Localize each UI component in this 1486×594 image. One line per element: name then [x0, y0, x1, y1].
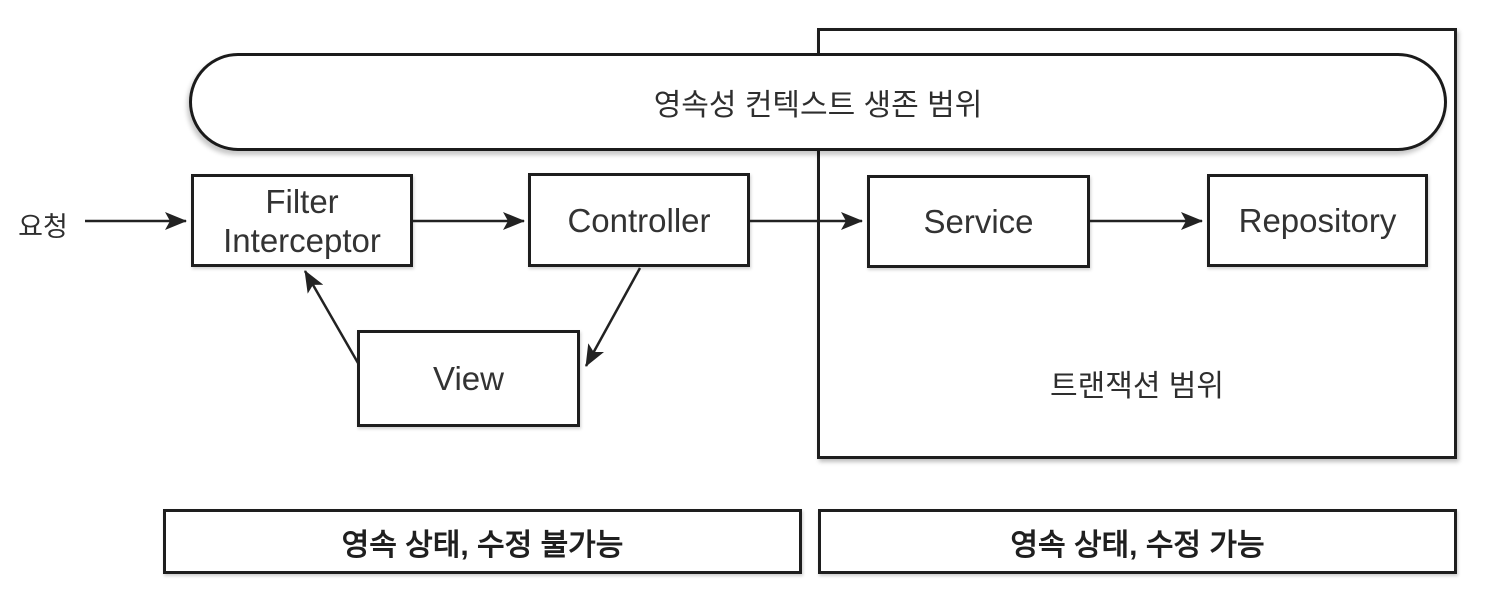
state-label-modifiable: 영속 상태, 수정 가능 — [818, 509, 1457, 574]
controller-label: Controller — [567, 201, 711, 239]
service-label: Service — [923, 203, 1034, 240]
arrow-controller-to-view — [584, 267, 642, 367]
view-label: View — [433, 360, 504, 397]
persistence-context-scope-label: 영속성 컨텍스트 생존 범위 — [653, 89, 983, 122]
filter-label-line2: Interceptor — [223, 221, 381, 259]
filter-interceptor-box: Filter Interceptor — [191, 174, 413, 267]
service-box: Service — [867, 175, 1090, 268]
arrow-view-to-filter — [303, 270, 360, 364]
repository-box: Repository — [1207, 174, 1428, 267]
controller-box: Controller — [528, 173, 750, 267]
filter-label-line1: Filter — [265, 182, 339, 220]
state-label-modifiable-text: 영속 상태, 수정 가능 — [1010, 528, 1265, 562]
state-label-not-modifiable: 영속 상태, 수정 불가능 — [163, 509, 802, 574]
transaction-scope-label: 트랜잭션 범위 — [1050, 370, 1224, 403]
persistence-context-scope-pill: 영속성 컨텍스트 생존 범위 — [189, 53, 1447, 151]
request-label: 요청 — [18, 212, 68, 242]
repository-label: Repository — [1238, 202, 1397, 239]
state-label-not-modifiable-text: 영속 상태, 수정 불가능 — [341, 528, 624, 562]
view-box: View — [357, 330, 580, 427]
